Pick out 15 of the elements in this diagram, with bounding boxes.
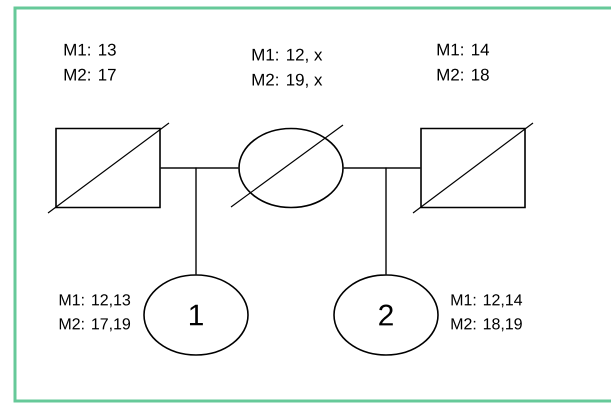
- marker-label: M1: 14: [438, 44, 490, 56]
- marker-label: M2: 18: [438, 68, 489, 81]
- marker-label: M2: 18,19: [452, 318, 522, 332]
- deceased-oval: [230, 124, 344, 208]
- marker-label: M1: 12,13: [60, 294, 130, 308]
- connector-line: [195, 167, 238, 274]
- marker-label: M1: 12, x: [252, 48, 322, 63]
- marker-label: M2: 17: [64, 68, 116, 81]
- marker-label: M2: 17,19: [60, 318, 130, 332]
- connector-line: [385, 167, 420, 274]
- marker-label: M1: 13: [64, 44, 116, 56]
- marker-label: M1: 12,14: [452, 294, 522, 308]
- deceased-square: [412, 122, 534, 214]
- marker-label: M2: 19, x: [252, 74, 322, 88]
- deceased-square: [48, 122, 170, 214]
